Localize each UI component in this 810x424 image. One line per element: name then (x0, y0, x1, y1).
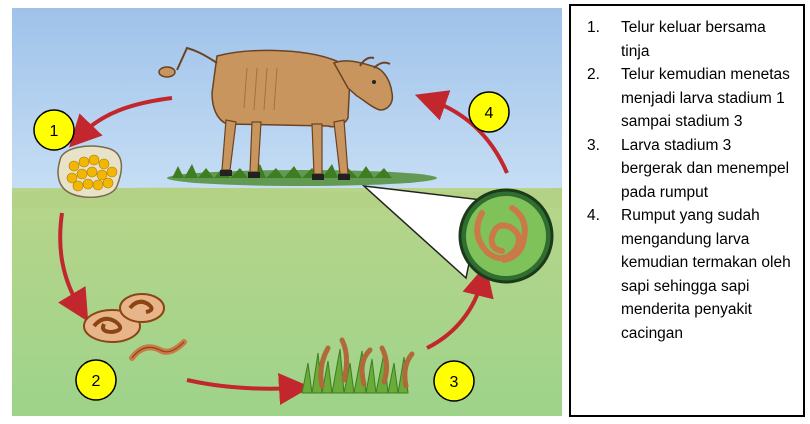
legend-item-text: Telur keluar bersama tinja (621, 19, 766, 60)
arrow-larva-to-grass (186, 372, 311, 405)
legend-item-text: Rumput yang sudah mengandung larva kemud… (621, 207, 791, 342)
legend-item-number: 4. (587, 207, 600, 224)
legend-box: 1. Telur keluar bersama tinja 2. Telur k… (569, 4, 805, 417)
cow-icon (158, 46, 437, 186)
step-badge-2-label: 2 (92, 373, 101, 390)
step-badge-2: 2 (75, 359, 117, 401)
arrow-eggs-to-larva (58, 212, 89, 322)
grass-with-larvae-icon (301, 337, 415, 394)
magnified-larva-icon (361, 184, 554, 284)
step-badge-4-label: 4 (485, 105, 494, 122)
legend-item-number: 2. (587, 66, 600, 83)
legend-item-text: Telur kemudian menetas menjadi larva sta… (621, 66, 790, 130)
legend-item: 2. Telur kemudian menetas menjadi larva … (587, 63, 793, 134)
legend-item: 1. Telur keluar bersama tinja (587, 16, 793, 63)
legend-item-number: 3. (587, 136, 600, 154)
arrow-grass-to-magnified (426, 264, 494, 350)
step-badge-3: 3 (433, 360, 475, 402)
life-cycle-diagram: 1 2 3 4 (12, 8, 562, 416)
step-badge-3-label: 3 (450, 374, 459, 391)
legend-item-text: Larva stadium 3 bergerak dan menempel pa… (621, 136, 790, 201)
legend-item: 3. Larva stadium 3 bergerak dan menempel… (587, 134, 793, 205)
egg-cluster-icon (57, 145, 123, 199)
legend-item: 4. Rumput yang sudah mengandung larva ke… (587, 204, 793, 345)
step-badge-4: 4 (468, 91, 510, 133)
arrow-cow-to-eggs (68, 96, 173, 148)
larva-icon (83, 293, 187, 361)
step-badge-1: 1 (33, 109, 75, 151)
legend-item-number: 1. (587, 19, 600, 36)
legend-list: 1. Telur keluar bersama tinja 2. Telur k… (571, 6, 803, 345)
step-badge-1-label: 1 (50, 123, 59, 140)
